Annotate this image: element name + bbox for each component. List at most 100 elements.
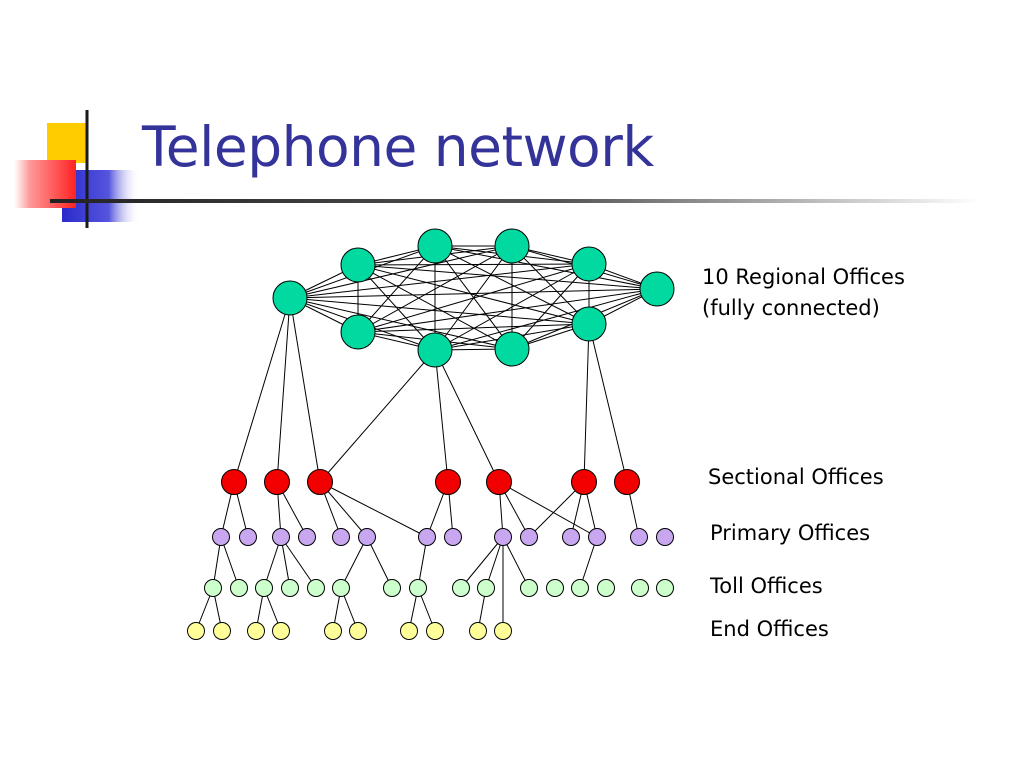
sectional-office-node xyxy=(307,469,333,495)
end-office-node xyxy=(324,622,342,640)
toll-office-node xyxy=(204,579,222,597)
toll-office-node xyxy=(477,579,495,597)
regional-office-node xyxy=(417,228,453,264)
primary-office-node xyxy=(588,528,606,546)
sectional-office-node xyxy=(614,469,640,495)
toll-office-node xyxy=(332,579,350,597)
toll-office-node xyxy=(255,579,273,597)
regional-office-node xyxy=(494,331,530,367)
network-link xyxy=(434,263,590,351)
end-offices-label: End Offices xyxy=(710,617,829,641)
primary-office-node xyxy=(272,528,290,546)
network-link xyxy=(357,264,590,325)
toll-office-node xyxy=(520,579,538,597)
toll-office-node xyxy=(597,579,615,597)
network-link xyxy=(357,245,436,333)
network-link xyxy=(460,536,504,589)
end-office-node xyxy=(213,622,231,640)
toll-office-node xyxy=(230,579,248,597)
regional-office-node xyxy=(494,228,530,264)
toll-office-node xyxy=(383,579,401,597)
primary-office-node xyxy=(239,528,257,546)
regional-office-node xyxy=(340,247,376,283)
primary-office-node xyxy=(298,528,316,546)
toll-office-node xyxy=(656,579,674,597)
network-link xyxy=(434,245,658,290)
network-links xyxy=(195,245,658,632)
slide-title: Telephone network xyxy=(142,115,654,179)
toll-office-node xyxy=(281,579,299,597)
end-office-node xyxy=(187,622,205,640)
end-office-node xyxy=(400,622,418,640)
network-link xyxy=(233,297,291,483)
toll-office-node xyxy=(409,579,427,597)
sectional-office-node xyxy=(435,469,461,495)
toll-offices-label: Toll Offices xyxy=(710,574,823,598)
sectional-office-node xyxy=(571,469,597,495)
network-link xyxy=(588,323,628,483)
regional-offices-sublabel: (fully connected) xyxy=(702,296,880,320)
end-office-node xyxy=(426,622,444,640)
end-office-node xyxy=(469,622,487,640)
network-link xyxy=(434,349,449,483)
end-office-node xyxy=(349,622,367,640)
network-link xyxy=(502,536,530,589)
network-link xyxy=(276,297,291,483)
primary-office-node xyxy=(656,528,674,546)
network-link xyxy=(220,536,240,589)
regional-office-node xyxy=(571,246,607,282)
network-link xyxy=(434,288,658,351)
network-link xyxy=(498,481,598,538)
regional-office-node xyxy=(417,332,453,368)
title-rule xyxy=(50,199,980,203)
end-office-node xyxy=(494,622,512,640)
network-link xyxy=(289,297,321,483)
primary-office-node xyxy=(332,528,350,546)
network-link xyxy=(289,288,658,299)
primary-office-node xyxy=(494,528,512,546)
network-link xyxy=(357,288,658,333)
network-link xyxy=(434,349,500,483)
network-link xyxy=(289,297,513,350)
network-link xyxy=(289,263,590,299)
primary-office-node xyxy=(418,528,436,546)
network-link xyxy=(340,536,368,589)
network-link xyxy=(357,323,590,333)
network-link xyxy=(357,264,658,290)
end-office-node xyxy=(272,622,290,640)
regional-office-node xyxy=(272,280,308,316)
primary-office-node xyxy=(358,528,376,546)
primary-office-node xyxy=(630,528,648,546)
end-office-node xyxy=(247,622,265,640)
network-link xyxy=(280,536,317,589)
regional-office-node xyxy=(639,271,675,307)
network-link xyxy=(357,263,590,266)
network-link xyxy=(583,323,590,483)
network-link xyxy=(357,263,590,333)
sectional-office-node xyxy=(486,469,512,495)
network-link xyxy=(357,245,513,333)
toll-office-node xyxy=(452,579,470,597)
network-link xyxy=(289,245,513,299)
primary-office-node xyxy=(520,528,538,546)
toll-office-node xyxy=(571,579,589,597)
network-link xyxy=(319,349,436,483)
network-link xyxy=(319,481,428,538)
primary-office-node xyxy=(212,528,230,546)
primary-office-node xyxy=(562,528,580,546)
primary-office-node xyxy=(444,528,462,546)
primary-offices-label: Primary Offices xyxy=(710,521,871,545)
deco-yellow-square xyxy=(47,123,87,163)
toll-office-node xyxy=(307,579,325,597)
sectional-office-node xyxy=(264,469,290,495)
network-link xyxy=(366,536,393,589)
regional-office-node xyxy=(571,306,607,342)
toll-office-node xyxy=(546,579,564,597)
toll-office-node xyxy=(631,579,649,597)
regional-office-node xyxy=(340,314,376,350)
sectional-office-node xyxy=(221,469,247,495)
network-link xyxy=(357,264,436,351)
network-nodes xyxy=(187,228,675,640)
